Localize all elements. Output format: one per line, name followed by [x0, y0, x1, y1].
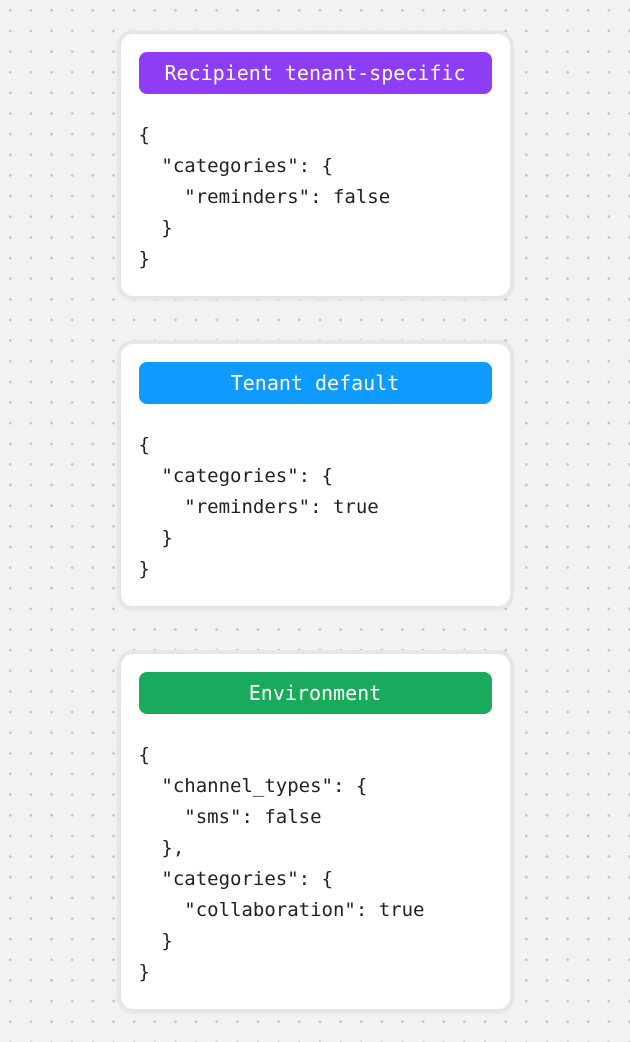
badge-label: Recipient tenant-specific: [164, 61, 466, 85]
card-tenant-default: Tenant default { "categories": { "remind…: [116, 340, 514, 610]
json-code-block: { "channel_types": { "sms": false }, "ca…: [138, 744, 425, 983]
badge-label: Environment: [248, 681, 382, 705]
badge-label: Tenant default: [230, 371, 400, 395]
json-code-block: { "categories": { "reminders": true } }: [138, 434, 379, 580]
card-environment: Environment { "channel_types": { "sms": …: [116, 650, 514, 1013]
badge-environment: Environment: [138, 672, 492, 714]
card-recipient-tenant-specific: Recipient tenant-specific { "categories"…: [116, 30, 514, 300]
badge-tenant-default: Tenant default: [138, 362, 492, 404]
card-stack: Recipient tenant-specific { "categories"…: [116, 0, 514, 1013]
json-code-block: { "categories": { "reminders": false } }: [138, 124, 391, 270]
badge-recipient-tenant-specific: Recipient tenant-specific: [138, 52, 492, 94]
